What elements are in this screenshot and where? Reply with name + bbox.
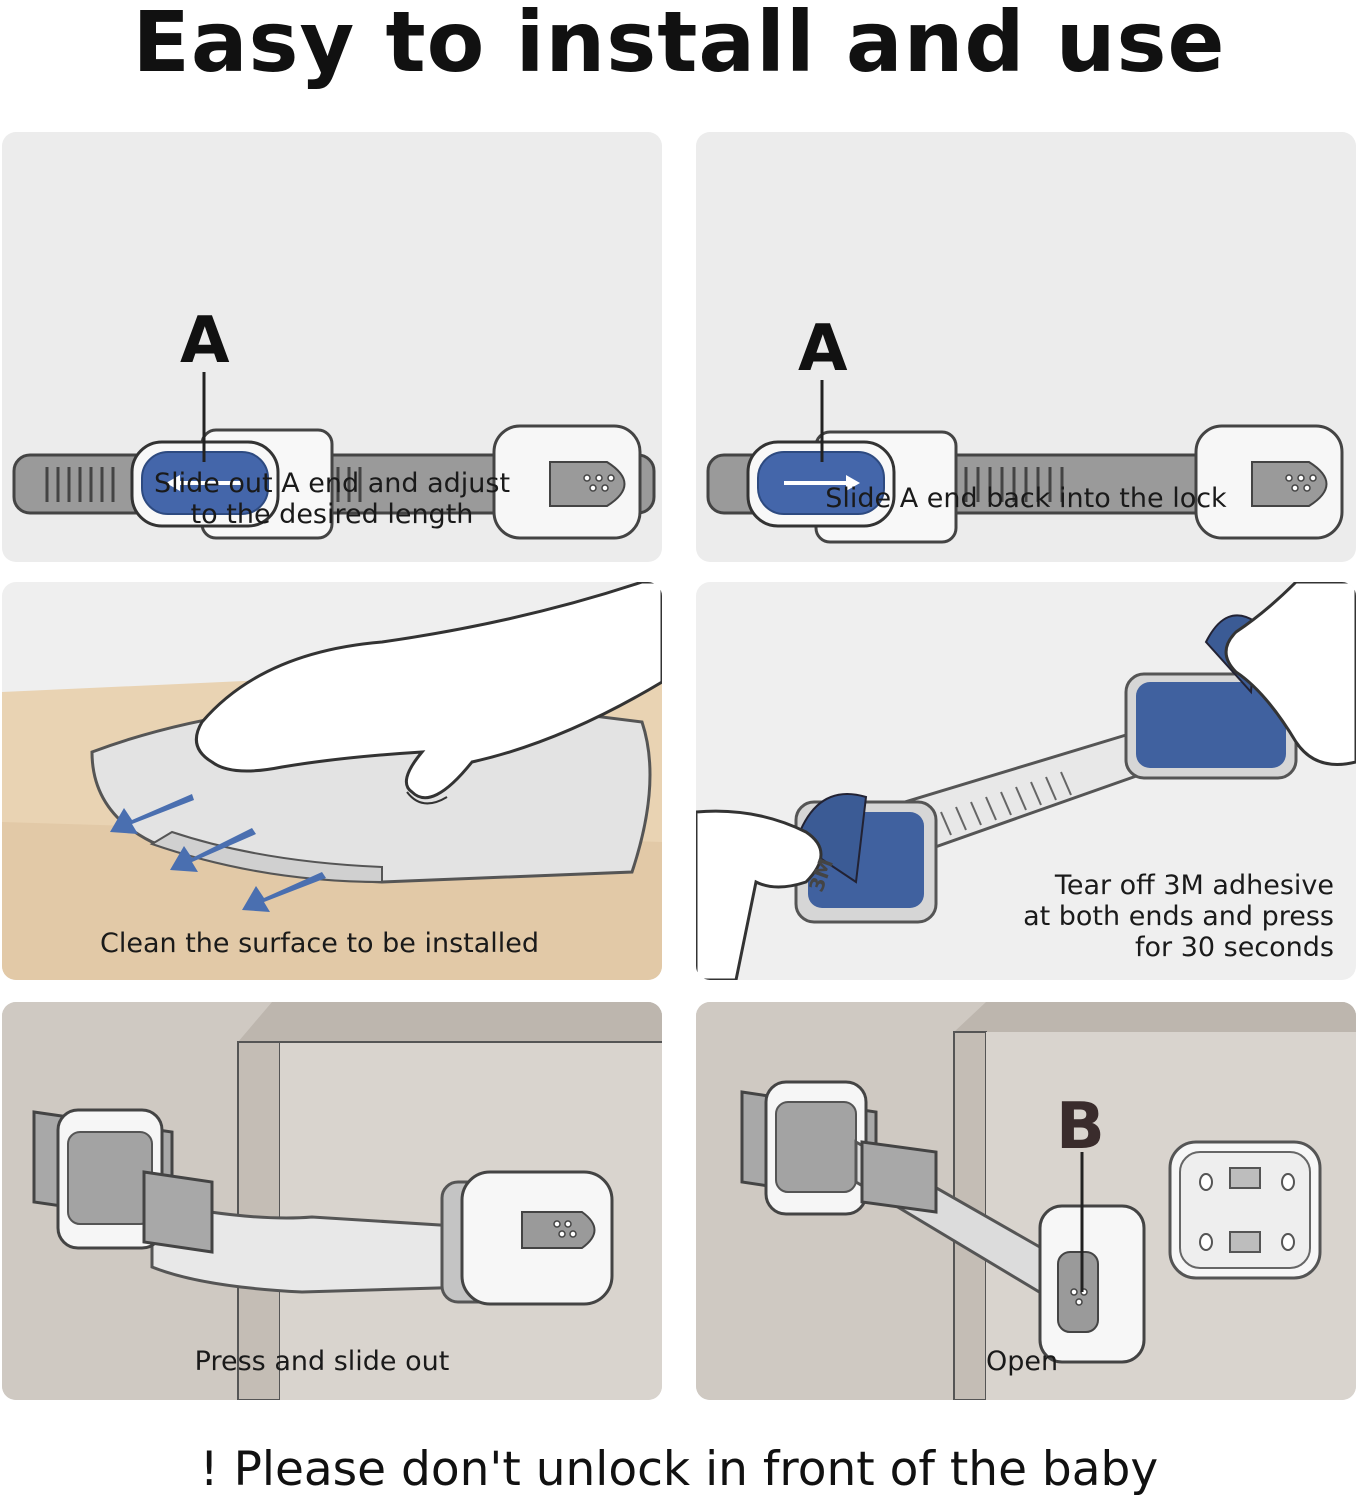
step-press-slide-panel: Press and slide out <box>2 1002 662 1400</box>
step1-caption-line1: Slide out A end and adjust <box>153 468 511 499</box>
safety-warning: ! Please don't unlock in front of the ba… <box>199 1442 1159 1497</box>
step2-caption: Slide A end back into the lock <box>825 483 1227 514</box>
step4-caption-line1: Tear off 3M adhesive <box>1054 870 1334 901</box>
step5-caption: Press and slide out <box>194 1346 450 1377</box>
step-open-panel: B Open <box>696 1002 1356 1400</box>
adhesive-illustration: 3M <box>696 582 1356 980</box>
step-clean-surface-panel: Clean the surface to be installed <box>2 582 662 980</box>
marker-a-label: A <box>180 304 230 378</box>
press-slide-illustration <box>2 1002 662 1400</box>
step-slide-out-panel: A Slide out A end and adjust to the desi… <box>2 132 662 562</box>
step-slide-back-panel: A Slide A end back into the lock <box>696 132 1356 562</box>
step3-caption: Clean the surface to be installed <box>100 928 540 959</box>
strap-adjust-illustration: A <box>12 304 656 540</box>
marker-b-label: B <box>1056 1090 1105 1164</box>
step4-caption-line2: at both ends and press <box>1023 901 1334 932</box>
strap-insert-illustration: A <box>706 312 1344 544</box>
page-title: Easy to install and use <box>132 0 1226 91</box>
step6-caption: Open <box>986 1346 1059 1377</box>
open-lock-illustration: B <box>696 1002 1356 1400</box>
step4-caption-line3: for 30 seconds <box>1134 932 1334 963</box>
step-adhesive-panel: 3M Tear off 3M adhesive at both ends and… <box>696 582 1356 980</box>
cleaning-illustration <box>2 582 662 980</box>
marker-a-label: A <box>798 312 848 386</box>
step1-caption-line2: to the desired length <box>190 499 474 530</box>
